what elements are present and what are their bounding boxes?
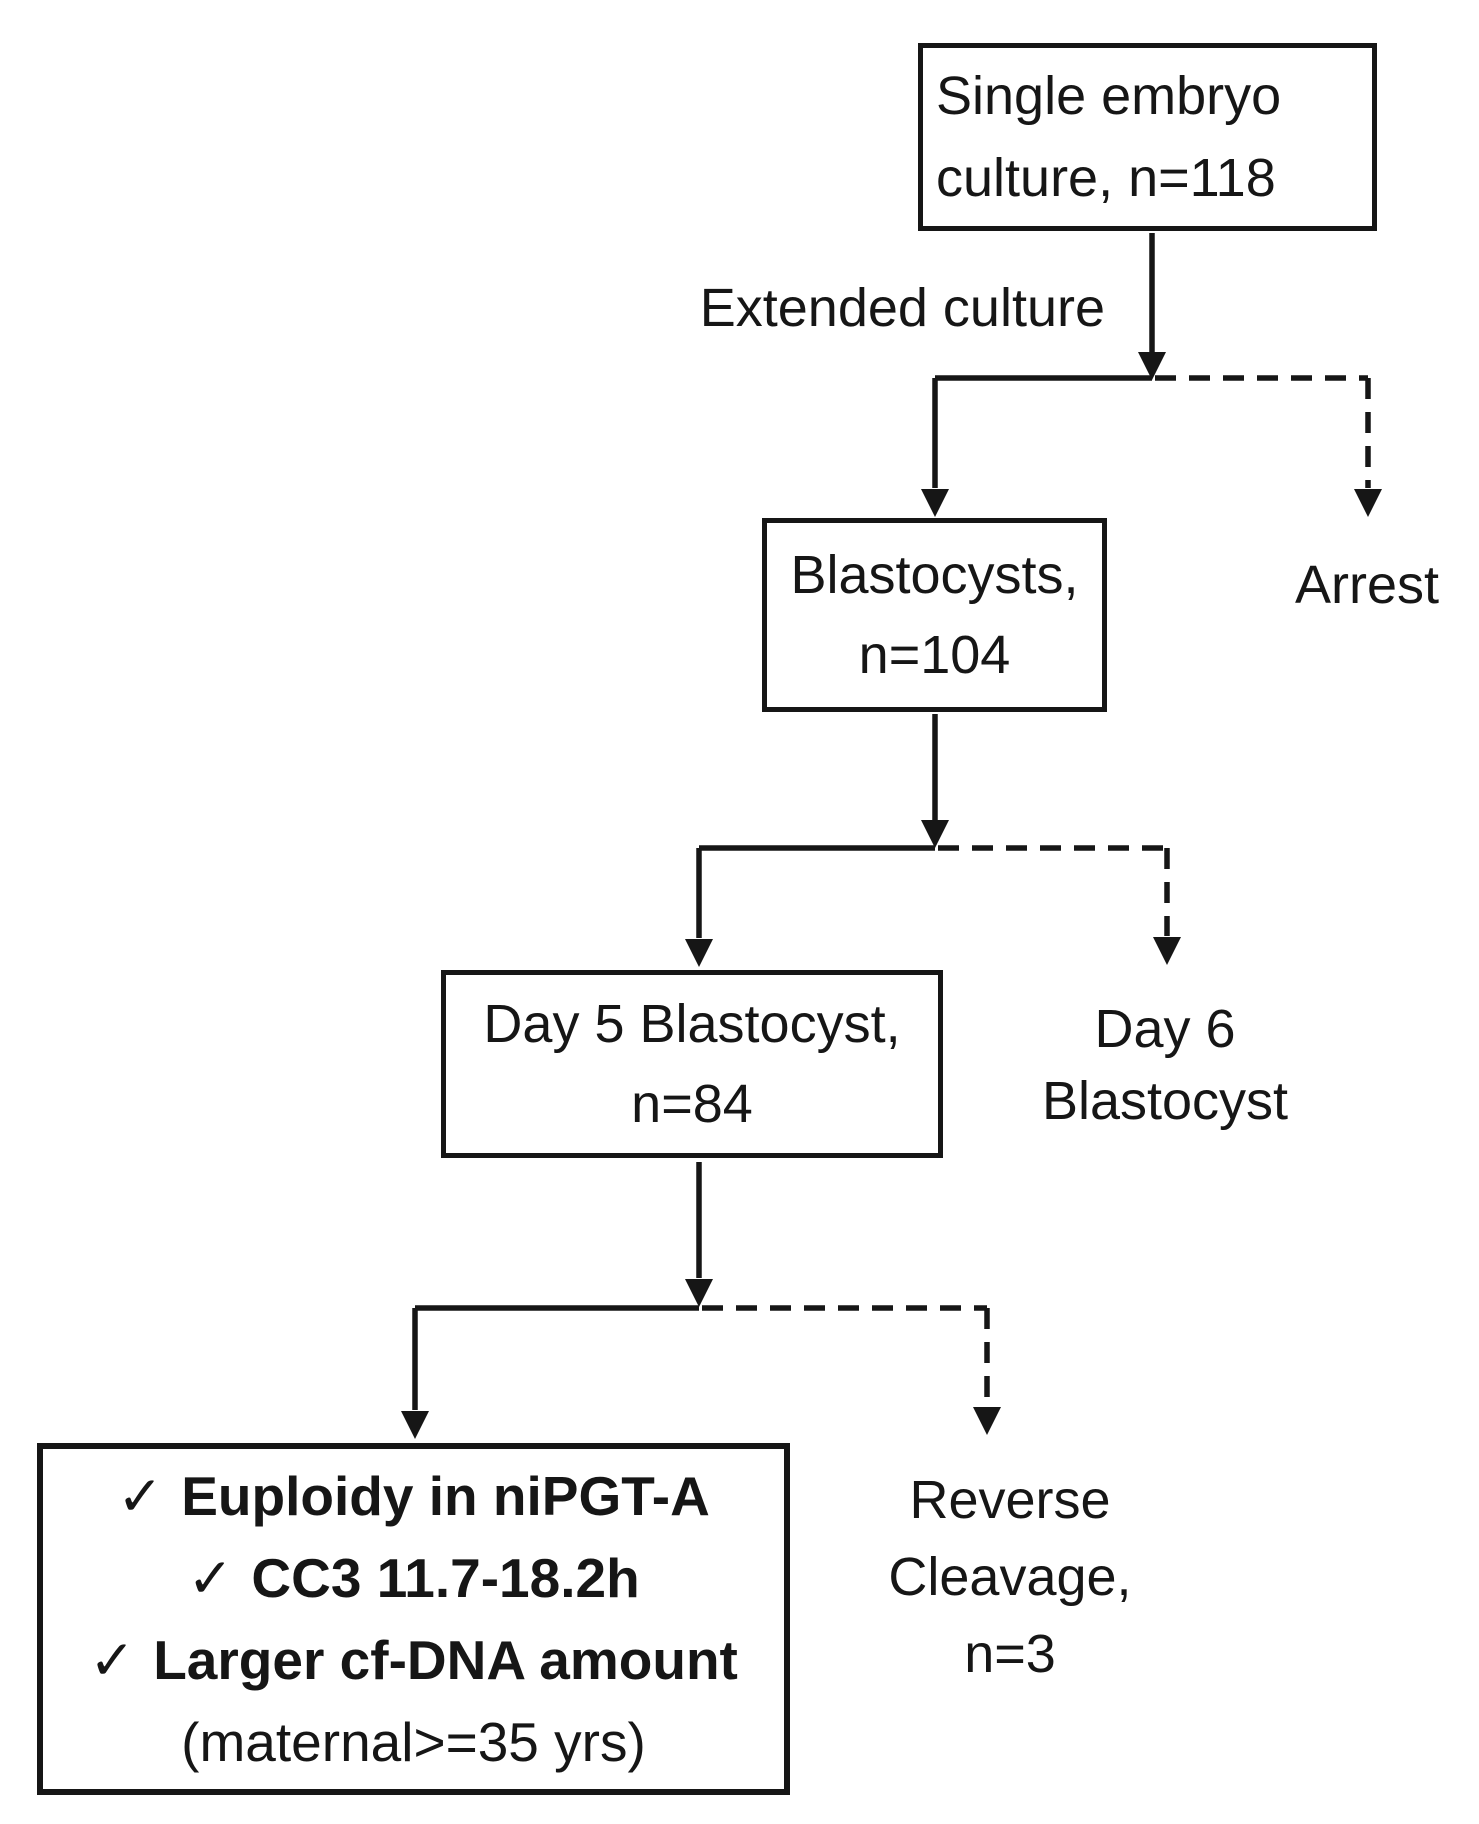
node-day5-line1: Day 5 Blastocyst, [483, 994, 901, 1054]
edge-to-criteria-arrowhead [401, 1411, 429, 1439]
node-single-embryo-culture: Single embryo culture, n=118 [918, 43, 1377, 231]
node-single-embryo-line2: culture, n=118 [936, 148, 1276, 208]
edge-day5-down-arrowhead [685, 1279, 713, 1307]
edge-to-blastocysts-arrowhead [921, 489, 949, 517]
checkmark-icon: ✓ [117, 1465, 164, 1527]
node-selection-criteria: ✓ Euploidy in niPGT-A ✓ CC3 11.7-18.2h ✓ La… [37, 1443, 790, 1795]
edge-single-embryo-down-arrowhead [1138, 352, 1166, 380]
node-blastocysts-line1: Blastocysts, [790, 545, 1079, 605]
checkmark-icon: ✓ [187, 1547, 234, 1609]
label-day6-blastocyst: Day 6 Blastocyst [1000, 993, 1330, 1137]
node-day5-blastocyst: Day 5 Blastocyst, n=84 [441, 970, 943, 1158]
label-reverse-line3: n=3 [964, 1624, 1056, 1684]
criteria-item-cc3-text: CC3 11.7-18.2h [251, 1547, 640, 1609]
edge-label-extended-culture: Extended culture [699, 278, 1105, 338]
label-reverse-line2: Cleavage, [888, 1547, 1132, 1607]
node-blastocysts-line2: n=104 [858, 625, 1011, 685]
checkmark-icon: ✓ [89, 1629, 136, 1691]
label-reverse-cleavage: Reverse Cleavage, n=3 [860, 1462, 1160, 1693]
edge-to-arrest-arrowhead [1354, 489, 1382, 517]
label-day6-line1: Day 6 [1094, 999, 1236, 1059]
label-day6-line2: Blastocyst [1041, 1071, 1289, 1131]
edge-blastocysts-down-arrowhead [921, 820, 949, 848]
node-day5-line2: n=84 [631, 1074, 753, 1134]
criteria-item-euploidy-text: Euploidy in niPGT-A [181, 1465, 710, 1527]
node-single-embryo-line1: Single embryo [936, 66, 1282, 126]
edge-to-day6-arrowhead [1153, 937, 1181, 965]
criteria-item-euploidy: ✓ Euploidy in niPGT-A [117, 1455, 710, 1537]
label-reverse-line1: Reverse [909, 1470, 1111, 1530]
label-arrest: Arrest [1294, 555, 1440, 615]
criteria-item-cfdna-text: Larger cf-DNA amount [153, 1629, 738, 1691]
edge-to-day5-arrowhead [685, 939, 713, 967]
criteria-item-cfdna: ✓ Larger cf-DNA amount [89, 1619, 738, 1701]
edge-to-reverse-cleavage-arrowhead [973, 1407, 1001, 1435]
criteria-item-cc3: ✓ CC3 11.7-18.2h [187, 1537, 639, 1619]
criteria-maternal-age-note: (maternal>=35 yrs) [181, 1711, 646, 1773]
node-blastocysts: Blastocysts, n=104 [762, 518, 1107, 712]
